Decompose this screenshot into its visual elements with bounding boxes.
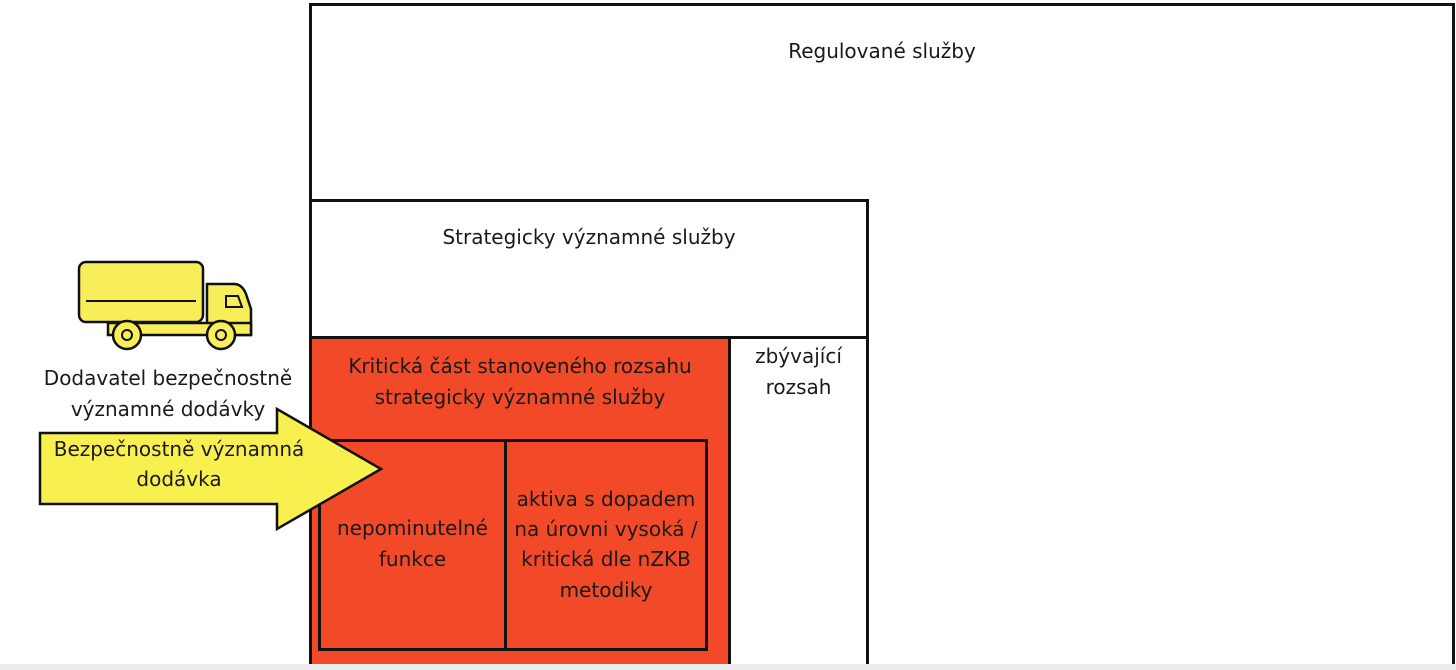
truck-hub-front	[215, 329, 227, 341]
supplier-label-line2: významné dodávky	[70, 397, 266, 421]
strategic-services-label: Strategicky významné služby	[442, 225, 736, 249]
supply-arrow-icon	[38, 407, 384, 532]
high-impact-assets-label-line3: kritická dle nZKB	[521, 547, 691, 571]
remaining-scope-box	[728, 336, 869, 668]
supply-arrow-label-line2: dodávka	[136, 467, 222, 491]
indispensable-functions-label-line1: nepominutelné	[337, 516, 488, 540]
bottom-edge-strip	[0, 664, 1456, 670]
remaining-scope-label-line2: rozsah	[765, 375, 832, 399]
critical-part-label-line2: strategicky významné služby	[374, 385, 666, 409]
truck-hub-rear	[121, 329, 133, 341]
high-impact-assets-label-line4: metodiky	[559, 578, 653, 602]
supply-arrow-label-line1: Bezpečnostně významná	[53, 437, 305, 461]
high-impact-assets-label-line1: aktiva s dopadem	[516, 487, 696, 511]
remaining-scope-label-line1: zbývající	[755, 344, 842, 368]
truck-cargo-box	[77, 260, 205, 324]
truck-window	[225, 295, 244, 308]
supply-arrow-shape	[38, 407, 384, 532]
supplier-label-line1: Dodavatel bezpečnostně	[43, 366, 293, 390]
critical-part-label-line1: Kritická část stanoveného rozsahu	[348, 354, 692, 378]
high-impact-assets-box	[504, 439, 708, 651]
high-impact-assets-label-line2: na úrovni vysoká /	[514, 517, 698, 541]
indispensable-functions-label-line2: funkce	[378, 547, 447, 571]
regulated-services-label: Regulované služby	[788, 39, 976, 63]
truck-icon	[77, 260, 253, 351]
